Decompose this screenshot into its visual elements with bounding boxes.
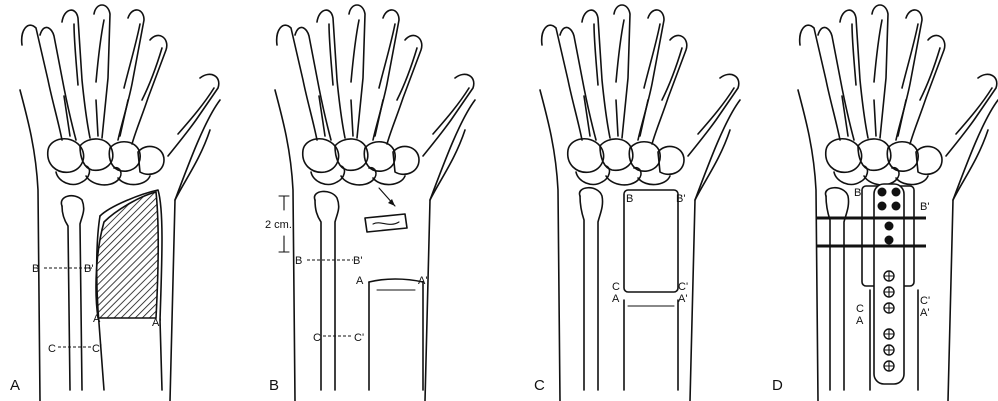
label-c: C bbox=[48, 343, 56, 355]
label-c-prime: C' bbox=[354, 332, 364, 344]
panel-a: B B' C C' A A' A bbox=[10, 5, 220, 401]
label-a: A bbox=[856, 315, 864, 327]
panel-c: B B' C C' A A' C bbox=[534, 5, 740, 401]
label-c-prime: C' bbox=[920, 295, 930, 307]
label-c: C bbox=[612, 281, 620, 293]
label-a-prime: A' bbox=[418, 275, 427, 287]
panel-d: B B' C C' A A' D bbox=[772, 5, 998, 401]
label-c: C bbox=[856, 303, 864, 315]
label-c-prime: C' bbox=[678, 281, 688, 293]
ulna-outline bbox=[61, 196, 83, 390]
label-a-prime: A' bbox=[152, 317, 161, 329]
label-b: B bbox=[295, 255, 302, 267]
panel-label-a: A bbox=[10, 377, 20, 394]
bone-fragment bbox=[365, 214, 407, 232]
bone-graft bbox=[624, 190, 678, 292]
panel-label-c: C bbox=[534, 377, 545, 394]
panel-label-b: B bbox=[269, 377, 279, 394]
label-b-prime: B' bbox=[676, 193, 685, 205]
label-b-prime: B' bbox=[353, 255, 362, 267]
label-b-prime: B' bbox=[84, 263, 93, 275]
label-a: A bbox=[93, 313, 101, 325]
panel-b: 2 cm. B B' A A' C C' B bbox=[265, 5, 475, 401]
label-c-prime: C' bbox=[92, 343, 102, 355]
label-a: A bbox=[356, 275, 364, 287]
label-c: C bbox=[313, 332, 321, 344]
label-a-prime: A' bbox=[678, 293, 687, 305]
label-a: A bbox=[612, 293, 620, 305]
label-b: B bbox=[32, 263, 39, 275]
panel-label-d: D bbox=[772, 377, 783, 394]
label-a-prime: A' bbox=[920, 307, 929, 319]
label-b: B bbox=[854, 187, 861, 199]
measure-2cm: 2 cm. bbox=[265, 219, 292, 231]
label-b: B bbox=[626, 193, 633, 205]
label-b-prime: B' bbox=[920, 201, 929, 213]
